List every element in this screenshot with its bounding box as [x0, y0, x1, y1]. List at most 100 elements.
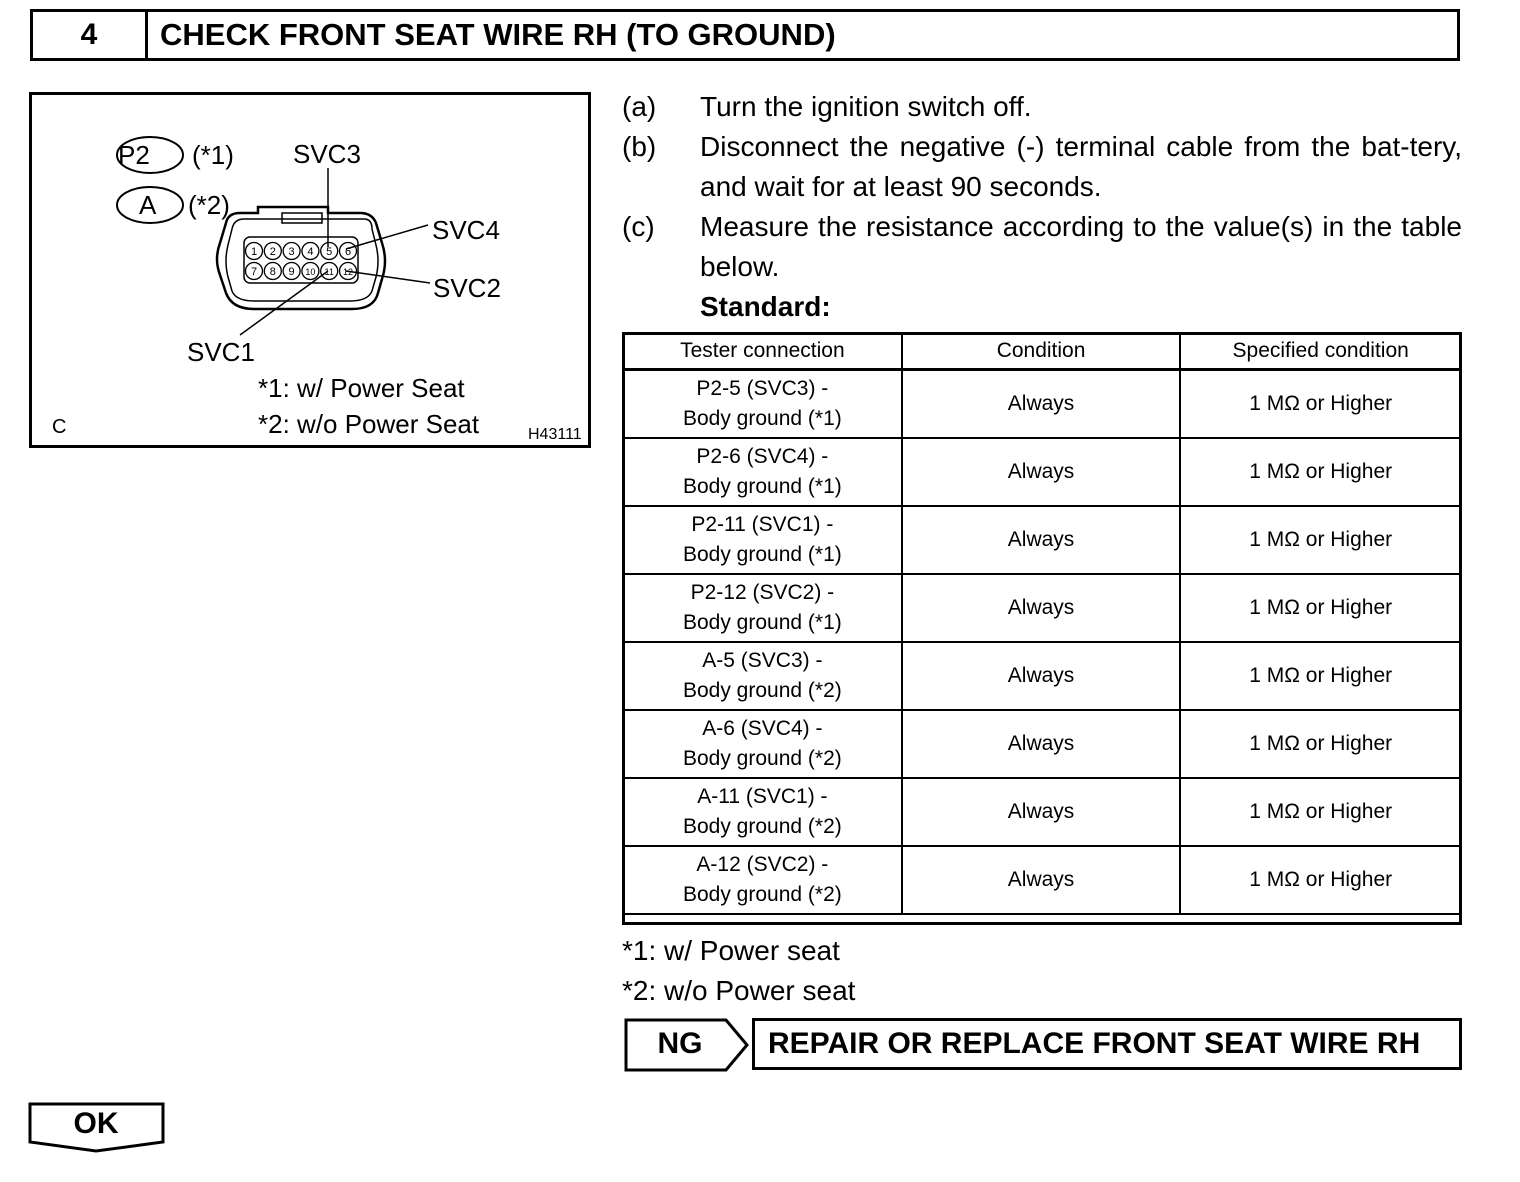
tester-connection-cell: A-12 (SVC2) - Body ground (*2): [622, 845, 903, 915]
corner-letter: C: [52, 416, 67, 438]
figure-id: H43111: [528, 426, 582, 443]
ng-arrow-tag: [624, 1018, 749, 1072]
svc2-label: SVC2: [433, 273, 501, 303]
connection-line-2: Body ground (*1): [682, 407, 842, 430]
condition-cell: Always: [900, 437, 1182, 507]
connector-pin-number: 8: [270, 266, 276, 278]
step-text: Disconnect the negative (-) terminal cab…: [700, 131, 1462, 202]
step-a: (a) Turn the ignition switch off.: [622, 87, 1462, 127]
diagram-note-1: *1: w/ Power Seat: [258, 373, 465, 403]
header-condition: Condition: [900, 332, 1182, 371]
connector-pin: [263, 241, 282, 261]
connection-line-2: Body ground (*2): [682, 883, 842, 906]
connector-pin-number: 3: [289, 246, 295, 258]
svc4-leader: [345, 224, 429, 250]
table-row: A-5 (SVC3) - Body ground (*2) Always 1 MΩ…: [622, 641, 1462, 711]
step-letter: (a): [622, 91, 657, 122]
svc1-leader: [239, 270, 329, 336]
tester-connection-cell: P2-6 (SVC4) -Body ground (*1): [622, 437, 903, 507]
connector-pin-number: 11: [325, 267, 334, 277]
connection-line-1: A-12 (SVC2) -: [696, 853, 829, 876]
p2-ellipse: [116, 136, 184, 174]
step-letter: (b): [622, 131, 657, 162]
a-connector-label: A: [139, 190, 157, 220]
tester-connection-cell: A-5 (SVC3) - Body ground (*2): [622, 641, 903, 711]
header-tester-connection: Tester connection: [622, 332, 903, 371]
connector-pin-number: 4: [307, 246, 313, 258]
ok-arrow-tag: [28, 1102, 165, 1153]
table-row: A-11 (SVC1) -Body ground (*2) Always 1 M…: [622, 777, 1462, 847]
footnote-1: *1: w/ Power seat: [622, 935, 840, 966]
connector-diagram: 123456789101112 P2 (*1) A (*2) SVC3 SVC4…: [29, 92, 591, 448]
connector-pin: [320, 241, 339, 261]
condition-cell: Always: [900, 845, 1182, 915]
procedure-steps: (a) Turn the ignition switch off. (b) Di…: [622, 87, 1462, 327]
connection-line-1: P2-11 (SVC1) -: [691, 513, 834, 536]
connection-line-2: Body ground (*1): [682, 611, 842, 634]
connection-line-1: A-6 (SVC4) -: [702, 717, 823, 740]
connector-inner-housing: [225, 218, 379, 302]
step-title: CHECK FRONT SEAT WIRE RH (TO GROUND): [160, 17, 836, 52]
connection-line-1: P2-12 (SVC2) -: [690, 581, 835, 604]
connector-pin: [301, 261, 320, 281]
step-text: Measure the resistance according to the …: [700, 211, 1462, 282]
table-row: P2-5 (SVC3) -Body ground (*1) Always 1 M…: [622, 368, 1462, 439]
condition-cell: Always: [900, 709, 1182, 779]
step-c: (c) Measure the resistance according to …: [622, 207, 1462, 287]
connection-line-2: Body ground (*2): [682, 679, 842, 702]
condition-cell: Always: [900, 641, 1182, 711]
table-row: P2-12 (SVC2) -Body ground (*1) Always 1 …: [622, 573, 1462, 643]
condition-cell: Always: [900, 505, 1182, 575]
pin-frame: [243, 236, 359, 284]
tester-connection-cell: A-6 (SVC4) - Body ground (*2): [622, 709, 903, 779]
connector-pin: [338, 261, 358, 281]
connector-pin: [282, 241, 301, 261]
spec-cell: 1 MΩ or Higher: [1179, 709, 1462, 779]
spec-cell: 1 MΩ or Higher: [1179, 505, 1462, 575]
table-row: A-6 (SVC4) - Body ground (*2) Always 1 MΩ…: [622, 709, 1462, 779]
connector-pin: [244, 261, 264, 281]
a-ellipse: [116, 186, 184, 224]
condition-cell: Always: [900, 368, 1182, 439]
connector-pin: [301, 241, 320, 261]
connector-pin: [282, 261, 301, 281]
connector-latch: [281, 212, 323, 224]
connection-line-1: A-11 (SVC1) -: [697, 785, 828, 808]
connection-line-2: Body ground (*2): [682, 815, 842, 838]
table-header-row: Tester connection Condition Specified co…: [622, 332, 1462, 371]
connector-housing: [215, 205, 387, 311]
ng-label: NG: [657, 1027, 703, 1060]
connector-pin: [263, 261, 282, 281]
connection-line-2: Body ground (*1): [682, 475, 842, 498]
connection-line-1: A-5 (SVC3) -: [702, 649, 823, 672]
connector-pin-number: 7: [251, 266, 257, 278]
connector-pin-number: 1: [251, 246, 257, 258]
connector-pin-number: 6: [345, 246, 351, 258]
step-b: (b) Disconnect the negative (-) terminal…: [622, 127, 1462, 207]
diagram-note-2: *2: w/o Power Seat: [258, 409, 480, 439]
connector-pin: [320, 261, 339, 281]
connector-drawing: 123456789101112: [116, 136, 431, 336]
spec-cell: 1 MΩ or Higher: [1179, 641, 1462, 711]
p2-connector-note: (*1): [192, 140, 234, 170]
connector-pin-number: 5: [326, 246, 332, 258]
table-row: P2-11 (SVC1) -Body ground (*1) Always 1 …: [622, 505, 1462, 575]
connection-line-2: Body ground (*2): [682, 747, 842, 770]
condition-cell: Always: [900, 777, 1182, 847]
header-specified-condition: Specified condition: [1179, 332, 1462, 371]
svc3-label: SVC3: [293, 139, 361, 169]
ok-label: OK: [73, 1107, 119, 1140]
pin-group: 123456789101112: [244, 241, 358, 281]
spec-cell: 1 MΩ or Higher: [1179, 845, 1462, 915]
connector-pin-number: 2: [270, 246, 276, 258]
connector-pin-number: 9: [289, 266, 295, 278]
ng-action-box: REPAIR OR REPLACE FRONT SEAT WIRE RH: [752, 1018, 1462, 1070]
spec-cell: 1 MΩ or Higher: [1179, 368, 1462, 439]
step-header: 4 CHECK FRONT SEAT WIRE RH (TO GROUND): [30, 9, 1460, 61]
tester-connection-cell: P2-11 (SVC1) -Body ground (*1): [622, 505, 903, 575]
svc2-leader: [345, 270, 431, 284]
condition-cell: Always: [900, 573, 1182, 643]
p2-connector-label: P2: [118, 140, 150, 170]
table-row: A-12 (SVC2) - Body ground (*2) Always 1 M…: [622, 845, 1462, 915]
step-number: 4: [33, 12, 148, 58]
